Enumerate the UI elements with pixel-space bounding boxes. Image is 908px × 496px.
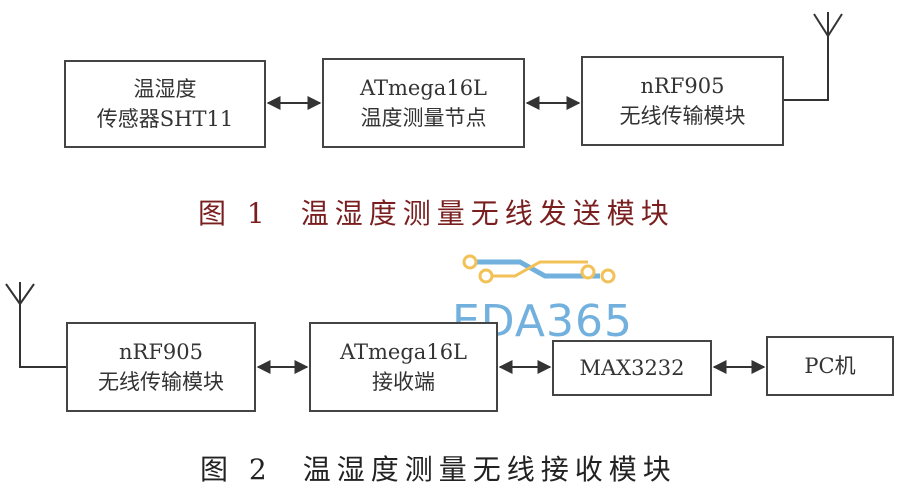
pc-block: PC机	[766, 336, 894, 396]
sensor-block: 温湿度 传感器SHT11	[64, 60, 266, 148]
block-line-1: 温湿度	[133, 77, 197, 101]
block-line-2: 传感器SHT11	[96, 107, 234, 131]
rf-module-block: nRF905 无线传输模块	[581, 56, 784, 146]
antenna-icon	[784, 12, 843, 101]
caption-text: 温湿度测量无线接收模块	[302, 453, 677, 486]
block-line-1: MAX3232	[579, 356, 685, 380]
block-line-1: nRF905	[640, 74, 725, 98]
block-line-1: ATmega16L	[360, 76, 487, 100]
block-line-2: 温度测量节点	[360, 106, 487, 130]
max3232-block: MAX3232	[552, 340, 712, 396]
caption-number: 图 2	[200, 453, 273, 486]
watermark-circuit-icon	[462, 254, 616, 284]
block-line-2: 接收端	[372, 370, 435, 394]
caption-text: 温湿度测量无线发送模块	[300, 197, 675, 230]
mcu-block: ATmega16L 接收端	[309, 322, 498, 412]
block-line-1: PC机	[804, 354, 856, 378]
antenna-icon	[5, 282, 66, 368]
block-line-1: ATmega16L	[340, 340, 467, 364]
figure-1-caption: 图 1 温湿度测量无线发送模块	[198, 192, 675, 232]
block-line-2: 无线传输模块	[98, 370, 224, 394]
figure-2-caption: 图 2 温湿度测量无线接收模块	[200, 448, 677, 488]
block-line-2: 无线传输模块	[619, 104, 746, 128]
block-line-1: nRF905	[119, 340, 203, 364]
rf-module-block: nRF905 无线传输模块	[66, 322, 256, 412]
caption-number: 图 1	[198, 197, 271, 230]
mcu-block: ATmega16L 温度测量节点	[322, 58, 525, 148]
